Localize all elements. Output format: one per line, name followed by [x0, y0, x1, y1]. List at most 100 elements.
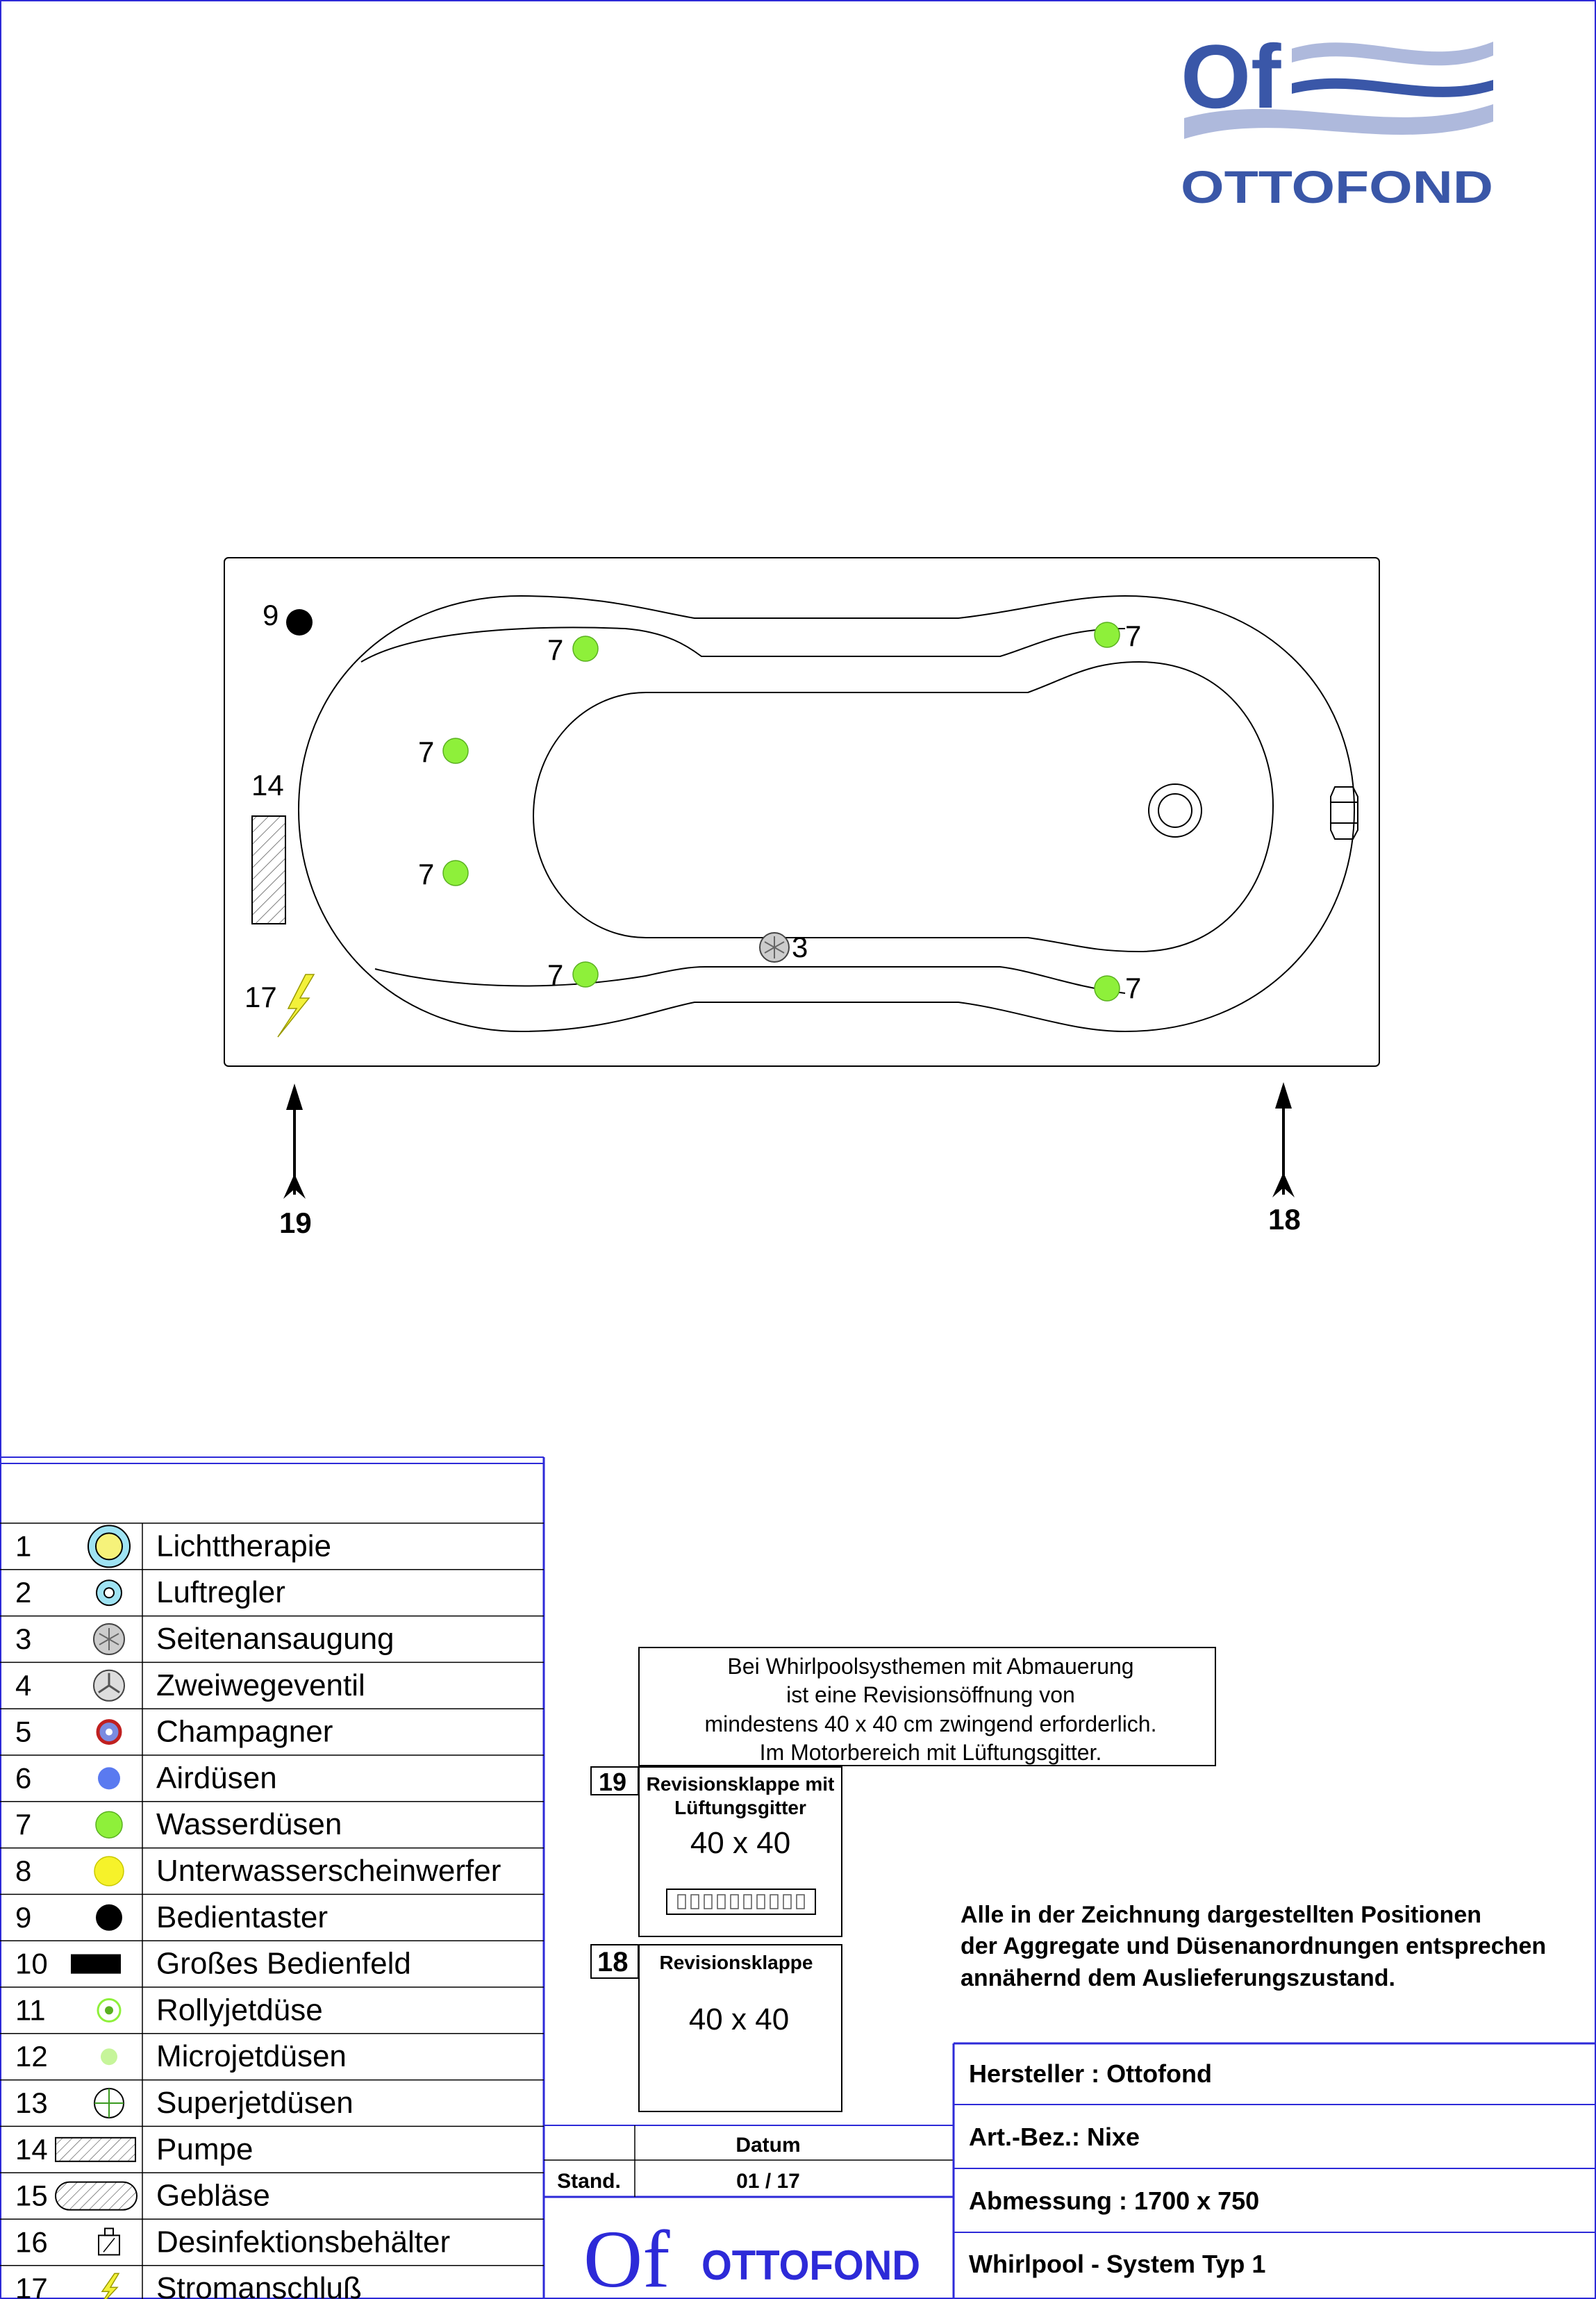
panel-19-title-2: Lüftungsgitter — [674, 1797, 806, 1818]
legend-number: 5 — [15, 1716, 31, 1748]
legend-number: 2 — [15, 1576, 31, 1609]
grille-slot — [717, 1894, 726, 1909]
tub-top-curve — [360, 626, 1126, 663]
disclaimer-line-2: der Aggregate und Düsenanordnungen entsp… — [961, 1933, 1546, 1959]
title-block: Hersteller : Ottofond Art.-Bez.: Nixe Ab… — [954, 2042, 1596, 2278]
disclaimer: Alle in der Zeichnung dargestellten Posi… — [961, 1902, 1546, 1991]
system-type: Whirlpool - System Typ 1 — [969, 2250, 1265, 2278]
label-jet: 7 — [547, 633, 563, 666]
water-jet-icon — [442, 860, 469, 886]
bottom-logo-monogram: Of — [583, 2214, 670, 2299]
legend-label: Lichttherapie — [156, 1529, 331, 1563]
water-jet-icon — [1094, 975, 1120, 1002]
note-line-2: ist eine Revisionsöffnung von — [786, 1682, 1075, 1707]
grille-slot — [677, 1894, 686, 1909]
legend-number: 9 — [15, 1901, 31, 1934]
dimensions: Abmessung : 1700 x 750 — [969, 2186, 1259, 2215]
water-jet-icon — [1094, 622, 1120, 648]
overflow-fitting — [1330, 786, 1358, 840]
label-jet: 7 — [1125, 620, 1141, 652]
panel-18-title: Revisionsklappe — [660, 1952, 813, 1973]
legend-label: Großes Bedienfeld — [156, 1947, 411, 1981]
two-way-valve-icon — [93, 1669, 125, 1702]
water-jets — [442, 622, 1120, 1002]
article-name: Art.-Bez.: Nixe — [969, 2123, 1140, 2151]
legend-label: Pumpe — [156, 2132, 253, 2166]
stand-header: Datum — [735, 2134, 800, 2157]
power-connection-icon — [101, 2273, 120, 2299]
legend-label: Gebläse — [156, 2179, 270, 2213]
legend-row: 1 Lichttherapie — [15, 1525, 331, 1568]
ventilation-grille-icon — [666, 1889, 816, 1915]
legend-number: 3 — [15, 1622, 31, 1655]
panel-19-number: 19 — [599, 1768, 626, 1796]
legend-row: 6 Airdüsen — [0, 1754, 544, 1795]
legend-number: 6 — [15, 1761, 31, 1794]
legend-row: 17 Stromanschluß — [0, 2265, 544, 2299]
stand-value: 01 / 17 — [736, 2170, 800, 2193]
water-jet-icon — [572, 961, 599, 988]
grille-slot — [730, 1894, 739, 1909]
air-regulator-icon — [96, 1579, 122, 1607]
legend-number: 11 — [15, 1993, 46, 2026]
tub-bottom-curve — [374, 966, 1126, 994]
legend-number: 12 — [15, 2040, 48, 2073]
label-jet: 7 — [418, 736, 434, 768]
grille-slot — [783, 1894, 792, 1909]
legend-label: Bedientaster — [156, 1900, 328, 1934]
legend-number: 10 — [15, 1948, 48, 1980]
legend-number: 13 — [15, 2086, 48, 2119]
water-jet-icon — [95, 1811, 123, 1839]
legend-number: 1 — [15, 1529, 31, 1562]
legend-label: Stromanschluß — [156, 2271, 362, 2299]
superjet-icon — [94, 2088, 124, 2118]
panel-18-size: 40 x 40 — [689, 2002, 789, 2036]
legend-label: Airdüsen — [156, 1761, 277, 1795]
light-therapy-icon — [88, 1525, 131, 1568]
label-jet: 7 — [418, 858, 434, 890]
logo-brand: OTTOFOND — [1181, 161, 1493, 213]
power-connection-icon — [277, 974, 315, 1038]
control-button-icon — [286, 609, 313, 636]
legend-label: Champagner — [156, 1715, 333, 1749]
legend-row: 5 Champagner — [0, 1708, 544, 1749]
legend-number: 17 — [15, 2272, 48, 2299]
view-arrow-18: 18 — [1268, 1082, 1301, 1236]
legend-number: 4 — [15, 1669, 31, 1702]
logo-wave-2 — [1184, 104, 1493, 139]
legend-label: Superjetdüsen — [156, 2086, 354, 2120]
revision-panel-18: 18 Revisionsklappe 40 x 40 — [590, 1944, 842, 2112]
bathtub-plan — [224, 557, 1380, 1067]
rollyjet-icon — [97, 1998, 122, 2023]
drain-outer — [1148, 783, 1202, 838]
panel-18-number: 18 — [597, 1947, 629, 1977]
grille-slot — [704, 1894, 713, 1909]
label-jet: 7 — [1125, 972, 1141, 1004]
legend-number: 15 — [15, 2180, 48, 2212]
label-side-suction: 3 — [792, 931, 808, 963]
bottom-logo: Of OTTOFOND — [583, 2214, 920, 2299]
revision-note: Bei Whirlpoolsysthemen mit Abmauerung is… — [638, 1647, 1216, 1766]
logo-wave-3 — [1292, 78, 1493, 97]
bottom-logo-brand: OTTOFOND — [701, 2242, 920, 2289]
grille-slot — [756, 1894, 765, 1909]
note-line-1: Bei Whirlpoolsysthemen mit Abmauerung — [727, 1654, 1133, 1679]
grille-slot — [690, 1894, 699, 1909]
label-control-button: 9 — [263, 599, 279, 631]
pump-icon — [251, 815, 286, 924]
disclaimer-line-1: Alle in der Zeichnung dargestellten Posi… — [961, 1902, 1481, 1928]
legend-row: 10 Großes Bedienfeld — [0, 1940, 544, 1981]
legend-label: Microjetdüsen — [156, 2039, 347, 2073]
large-control-panel-icon — [71, 1954, 121, 1974]
